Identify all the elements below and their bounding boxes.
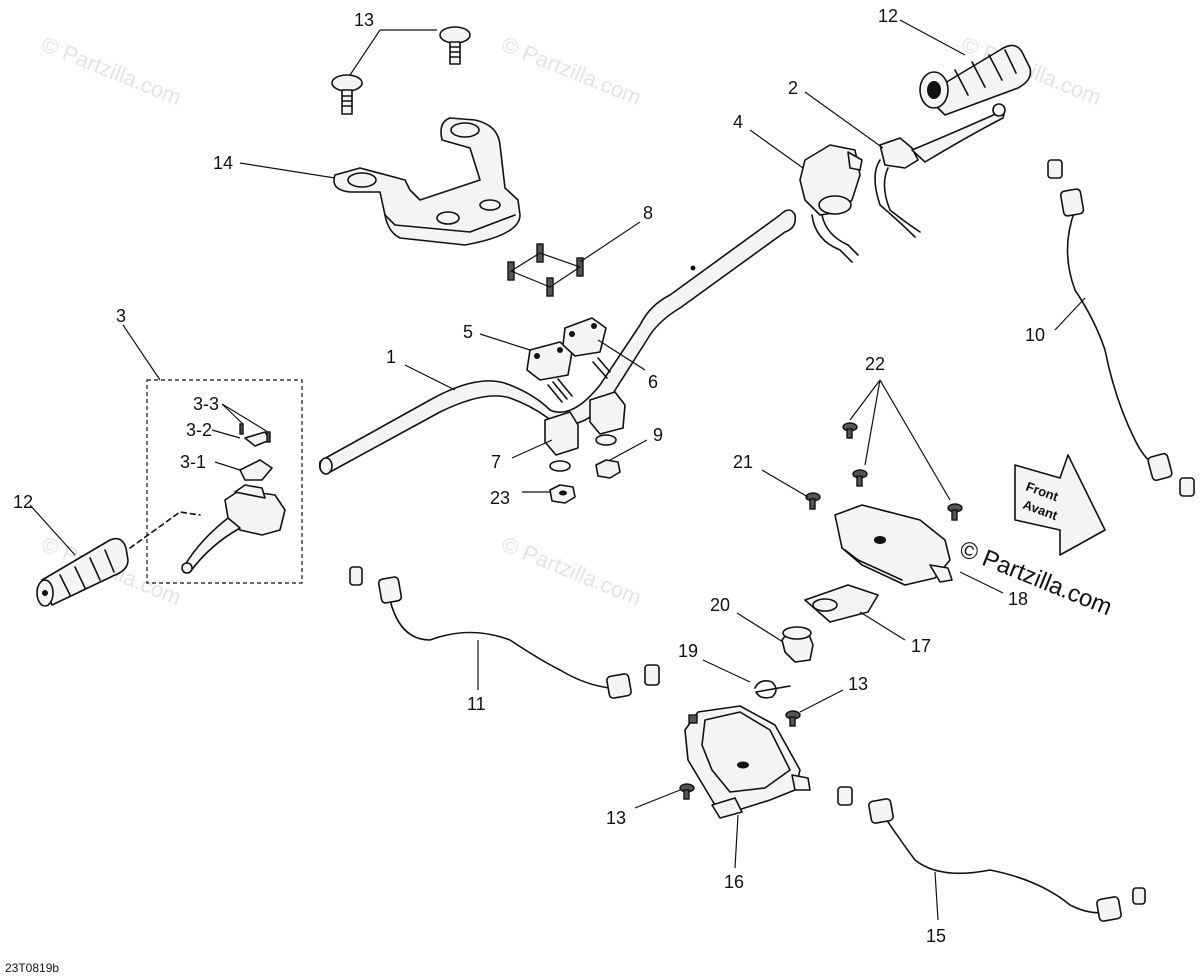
callout-13: 13 [606,808,626,828]
part-10-cable [1047,159,1195,497]
part-13-screw-top [331,26,471,115]
callout-13: 13 [848,674,868,694]
callout-1: 1 [386,347,396,367]
part-17-plate [804,584,879,623]
watermark-text: © Partzilla.com [38,31,185,110]
drawing-code: 23T0819b [5,961,59,975]
part-20-bushing [781,626,814,663]
part-16-housing [684,705,811,819]
part-9-washers [549,434,621,479]
callout-3-2: 3-2 [186,420,212,440]
callout-labels: 13 14 12 2 4 8 5 6 1 7 9 23 10 22 21 18 … [13,6,1045,946]
part-1-handlebar [318,209,797,475]
part-23-nut [549,484,576,504]
callout-12: 12 [13,492,33,512]
part-7-clamp-lower [544,391,626,456]
part-6-clamp-upper [562,317,607,357]
front-direction-arrow: Front Avant [1014,454,1106,556]
callout-7: 7 [491,452,501,472]
callout-8: 8 [643,203,653,223]
part-19-clip [754,680,791,699]
callout-3-3: 3-3 [193,394,219,414]
callout-21: 21 [733,452,753,472]
part-3-assembly-box [129,379,303,584]
callout-19: 19 [678,641,698,661]
watermark-layer: © Partzilla.com © Partzilla.com © Partzi… [38,31,1105,610]
brand-watermark: © Partzilla.com [956,536,1116,622]
part-15-cable [837,786,1146,922]
part-2-lever [874,103,1006,238]
part-21-screw [805,492,821,510]
callout-20: 20 [710,595,730,615]
callout-6: 6 [648,372,658,392]
part-5-clamp-upper [526,341,573,381]
callout-15: 15 [926,926,946,946]
callout-12: 12 [878,6,898,26]
leader-lines [29,19,1086,921]
watermark-text: © Partzilla.com [498,31,645,110]
callout-13: 13 [354,10,374,30]
part-8-screws [507,243,584,297]
part-11-cable [349,566,660,699]
callout-11: 11 [467,694,486,714]
callout-2: 2 [788,78,798,98]
part-12-grip-left [36,537,129,607]
callout-9: 9 [653,425,663,445]
part-14-bracket [333,117,521,246]
part-18-housing [834,504,953,586]
callout-14: 14 [213,153,233,173]
callout-3-1: 3-1 [180,452,206,472]
callout-4: 4 [733,112,743,132]
part-13-screw-small [679,710,801,800]
callout-18: 18 [1008,589,1028,609]
handlebar-knurl [547,357,611,403]
part-12-grip-right [919,44,1032,116]
callout-23: 23 [490,488,510,508]
callout-17: 17 [911,636,931,656]
callout-5: 5 [463,322,473,342]
callout-3: 3 [116,306,126,326]
callout-22: 22 [865,354,885,374]
part-4-switch [799,144,863,263]
callout-16: 16 [724,872,744,892]
watermark-text: © Partzilla.com [498,531,645,610]
callout-10: 10 [1025,325,1045,345]
part-22-screws [842,422,963,521]
